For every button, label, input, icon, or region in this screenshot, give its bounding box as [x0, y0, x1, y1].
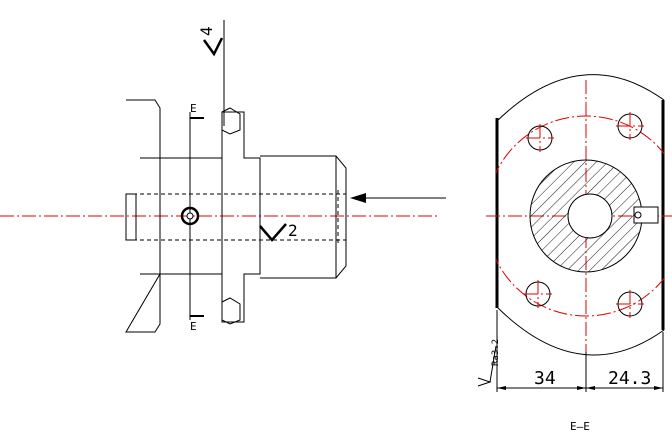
shaft-bore	[567, 193, 613, 239]
bore-counterbore	[125, 193, 137, 241]
nut-bottom	[221, 297, 241, 325]
finish-value-top: 4	[197, 26, 216, 36]
nut-top	[221, 107, 241, 135]
sleeve-outline	[260, 155, 347, 279]
finish-symbol-mid	[259, 223, 287, 242]
flange-profile	[495, 74, 665, 356]
roughness-note: Ra3.2	[491, 339, 501, 366]
cross-hole	[180, 206, 200, 226]
dim-left-value: 34	[534, 368, 556, 389]
section-caption: E—E	[570, 420, 590, 433]
roughness-symbol	[477, 345, 497, 387]
section-view: Ra3.2 34 24.3 E—E	[477, 74, 672, 433]
finish-symbol-top	[202, 37, 224, 57]
direction-arrow-head	[350, 193, 366, 203]
side-view: E E 4 2	[0, 20, 446, 333]
keyway	[633, 206, 659, 224]
section-label-top: E	[190, 102, 197, 115]
keyway-pin	[634, 211, 642, 219]
flange-outline	[125, 99, 161, 333]
cross-hole-inner	[186, 212, 194, 220]
bolt-circle	[496, 115, 664, 317]
collar-outline	[221, 111, 261, 323]
finish-value-mid: 2	[288, 221, 298, 240]
dim-right-value: 24.3	[608, 368, 651, 389]
section-label-bottom: E	[190, 320, 197, 333]
